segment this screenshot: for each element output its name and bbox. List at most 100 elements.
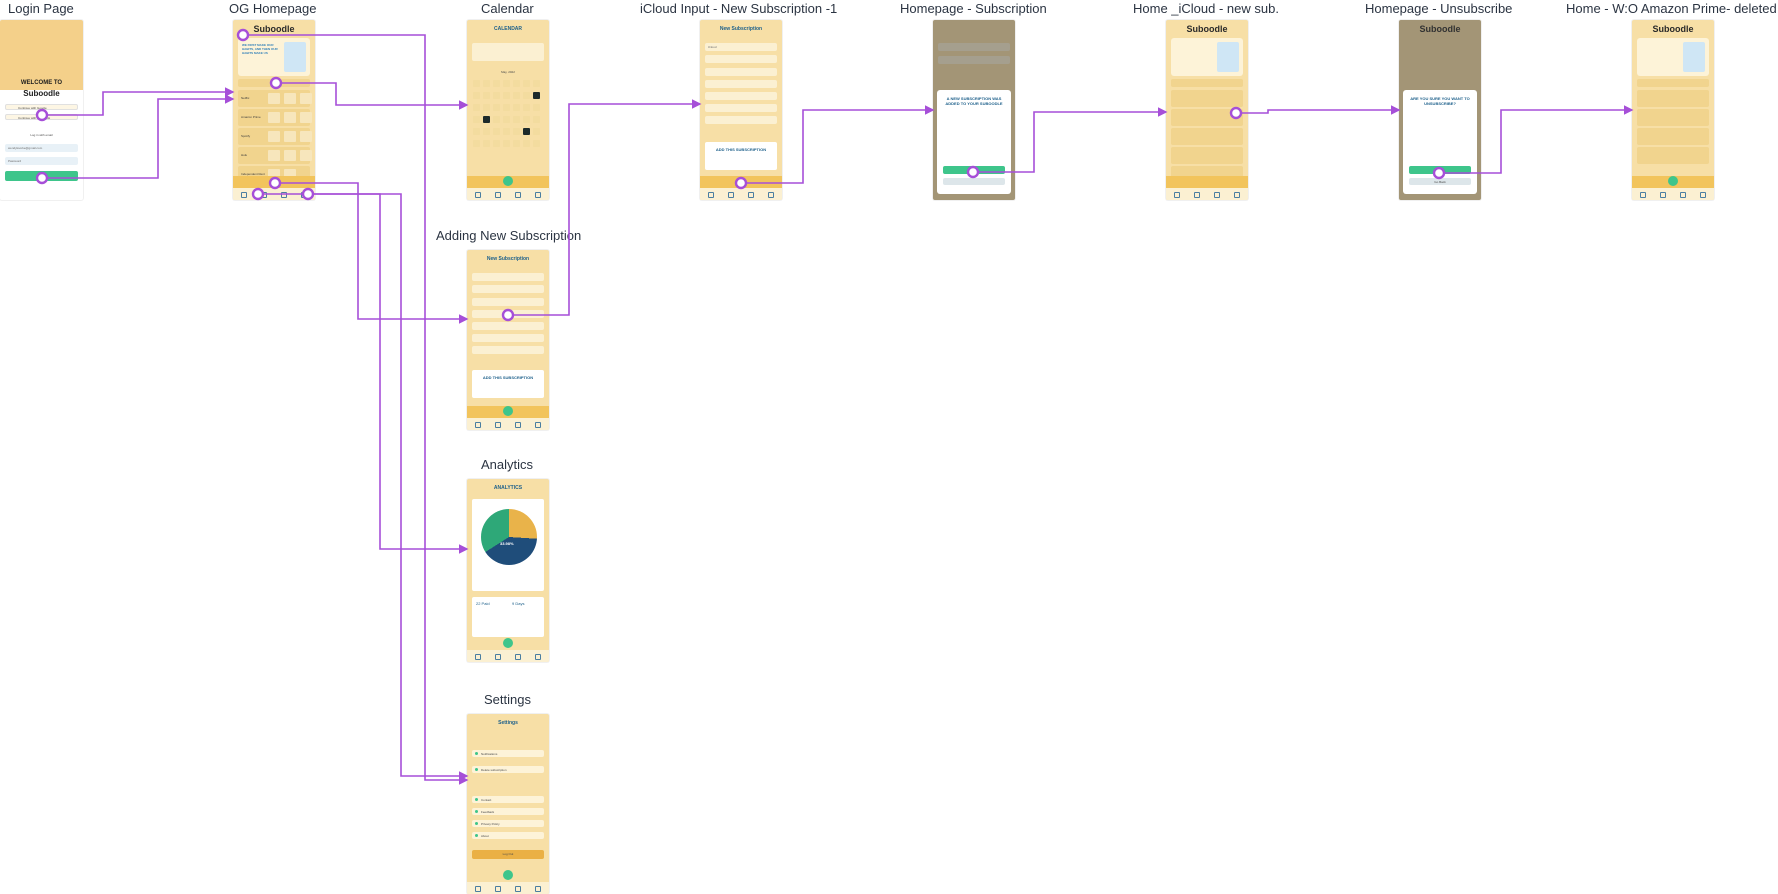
- home-icon[interactable]: [475, 192, 481, 198]
- home-no-amazon-row[interactable]: [1637, 90, 1709, 107]
- settings-icon[interactable]: [768, 192, 774, 198]
- icloud-price-field[interactable]: [705, 55, 777, 63]
- subscription-icon[interactable]: [1680, 192, 1686, 198]
- calendar-day-cell[interactable]: [513, 92, 520, 99]
- calendar-day-cell[interactable]: [483, 116, 490, 123]
- calendar-day-cell[interactable]: [493, 104, 500, 111]
- calendar-day-cell[interactable]: [483, 92, 490, 99]
- calendar-day-cell[interactable]: [493, 128, 500, 135]
- calendar-day-cell[interactable]: [473, 104, 480, 111]
- calendar-day-cell[interactable]: [483, 80, 490, 87]
- calendar-day-cell[interactable]: [513, 116, 520, 123]
- subscription-icon[interactable]: [1214, 192, 1220, 198]
- add-new-reminder-field[interactable]: [472, 310, 544, 318]
- home-icon[interactable]: [475, 422, 481, 428]
- home-icon[interactable]: [1174, 192, 1180, 198]
- analytics-icon[interactable]: [495, 886, 501, 892]
- google-button[interactable]: Continue with Google: [5, 104, 78, 110]
- subscription-icon[interactable]: [515, 886, 521, 892]
- calendar-day-cell[interactable]: [473, 92, 480, 99]
- calendar-day-cell[interactable]: [493, 80, 500, 87]
- calendar-day-cell[interactable]: [523, 140, 530, 147]
- calendar-day-cell[interactable]: [503, 140, 510, 147]
- calendar-fab[interactable]: [503, 176, 513, 186]
- settings-icon[interactable]: [1700, 192, 1706, 198]
- calendar-day-cell[interactable]: [493, 116, 500, 123]
- icloud-name-field[interactable]: iCloud: [705, 43, 777, 51]
- analytics-icon[interactable]: [261, 192, 267, 198]
- home-icloud-calendar-strip[interactable]: [1171, 79, 1243, 87]
- analytics-icon[interactable]: [495, 422, 501, 428]
- analytics-fab[interactable]: [503, 638, 513, 648]
- calendar-day-cell[interactable]: [533, 92, 540, 99]
- home-icon[interactable]: [708, 192, 714, 198]
- home-icloud-row[interactable]: [1171, 109, 1243, 126]
- settings-contact[interactable]: Contact: [472, 796, 544, 803]
- home-no-amazon-fab[interactable]: [1668, 176, 1678, 186]
- calendar-day-cell[interactable]: [513, 104, 520, 111]
- calendar-day-cell[interactable]: [533, 116, 540, 123]
- analytics-icon[interactable]: [728, 192, 734, 198]
- analytics-icon[interactable]: [495, 654, 501, 660]
- home-no-amazon-calendar-strip[interactable]: [1637, 79, 1709, 87]
- home-no-amazon-row[interactable]: [1637, 109, 1709, 126]
- calendar-day-cell[interactable]: [533, 80, 540, 87]
- login-button[interactable]: [5, 171, 78, 181]
- home-icloud-row[interactable]: [1171, 90, 1243, 107]
- calendar-day-cell[interactable]: [483, 140, 490, 147]
- icloud-link-field[interactable]: [705, 116, 777, 124]
- calendar-next-sub-card[interactable]: [472, 43, 544, 61]
- add-new-frequency-field[interactable]: [472, 298, 544, 306]
- settings-icon[interactable]: [301, 192, 307, 198]
- home-unsub-confirm-button[interactable]: [1409, 166, 1471, 174]
- calendar-day-cell[interactable]: [533, 140, 540, 147]
- home-icon[interactable]: [475, 654, 481, 660]
- calendar-day-cell[interactable]: [513, 140, 520, 147]
- analytics-icon[interactable]: [1194, 192, 1200, 198]
- add-new-name-field[interactable]: [472, 273, 544, 281]
- settings-about[interactable]: About: [472, 832, 544, 839]
- calendar-day-cell[interactable]: [523, 80, 530, 87]
- og-home-row-netflix[interactable]: Netflix: [238, 90, 310, 107]
- icloud-notify-field[interactable]: [705, 104, 777, 112]
- og-home-row-spotify[interactable]: Hulu: [238, 147, 310, 164]
- og-home-row-amazon[interactable]: Amazon Prime: [238, 109, 310, 126]
- add-new-add-card[interactable]: ADD THIS SUBSCRIPTION: [472, 370, 544, 398]
- calendar-day-cell[interactable]: [503, 80, 510, 87]
- subscription-icon[interactable]: [748, 192, 754, 198]
- facebook-button[interactable]: Continue with Facebook: [5, 114, 78, 120]
- calendar-day-cell[interactable]: [473, 128, 480, 135]
- calendar-day-cell[interactable]: [483, 128, 490, 135]
- calendar-day-cell[interactable]: [483, 104, 490, 111]
- settings-delete-sub[interactable]: Delete subscription: [472, 766, 544, 773]
- calendar-day-cell[interactable]: [473, 140, 480, 147]
- calendar-day-cell[interactable]: [513, 128, 520, 135]
- settings-notifications[interactable]: Notifications: [472, 750, 544, 757]
- add-new-reminder2-field[interactable]: [472, 322, 544, 330]
- home-icon[interactable]: [241, 192, 247, 198]
- add-new-link-field[interactable]: [472, 346, 544, 354]
- subscription-icon[interactable]: [515, 422, 521, 428]
- calendar-day-cell[interactable]: [523, 116, 530, 123]
- password-field[interactable]: Password: [5, 157, 78, 165]
- calendar-day-cell[interactable]: [473, 116, 480, 123]
- calendar-day-cell[interactable]: [523, 128, 530, 135]
- settings-icon[interactable]: [1234, 192, 1240, 198]
- settings-privacy[interactable]: Privacy Policy: [472, 820, 544, 827]
- icloud-add-card[interactable]: ADD THIS SUBSCRIPTION: [705, 142, 777, 170]
- icloud-reminder-field[interactable]: [705, 80, 777, 88]
- calendar-day-cell[interactable]: [533, 104, 540, 111]
- calendar-day-cell[interactable]: [523, 92, 530, 99]
- settings-icon[interactable]: [535, 654, 541, 660]
- home-no-amazon-row[interactable]: [1637, 147, 1709, 164]
- home-icloud-row[interactable]: [1171, 147, 1243, 164]
- home-no-amazon-row[interactable]: [1637, 128, 1709, 145]
- home-sub-cancel-button[interactable]: [943, 178, 1005, 185]
- email-field[interactable]: wendyksorke@gmail.com: [5, 144, 78, 152]
- settings-icon[interactable]: [535, 886, 541, 892]
- analytics-icon[interactable]: [1660, 192, 1666, 198]
- home-sub-confirm-button[interactable]: [943, 166, 1005, 174]
- calendar-day-cell[interactable]: [503, 92, 510, 99]
- home-icloud-row[interactable]: [1171, 128, 1243, 145]
- calendar-day-cell[interactable]: [513, 80, 520, 87]
